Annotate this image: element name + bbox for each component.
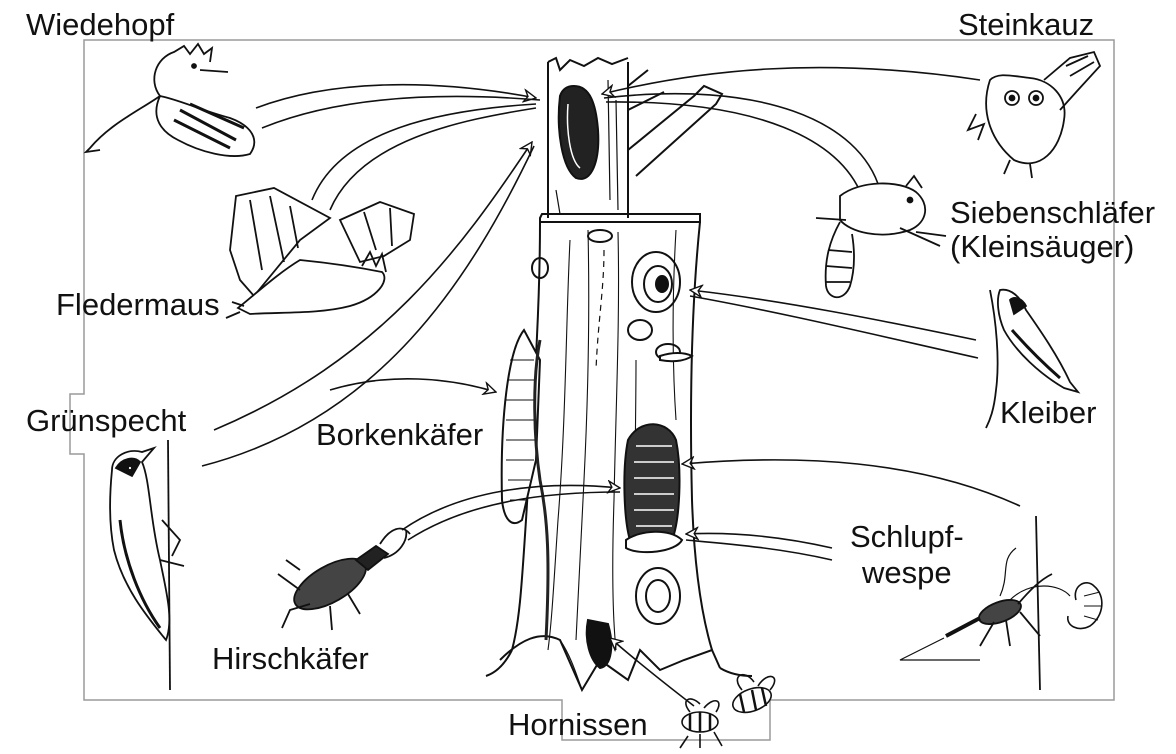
arrow-schlupfwespe-2 [686, 534, 832, 548]
dormouse-icon [816, 176, 946, 297]
green-woodpecker-icon [110, 440, 184, 690]
label-steinkauz: Steinkauz [958, 8, 1094, 42]
stag-beetle-icon [278, 529, 410, 630]
arrow-hornissen [610, 638, 694, 706]
label-schlupfwespe: Schlupf- [850, 520, 964, 554]
label-kleiber: Kleiber [1000, 396, 1097, 430]
bat-icon [226, 188, 414, 318]
label-schlupfwespe-2: wespe [862, 556, 952, 590]
label-gruenspecht: Grünspecht [26, 404, 186, 438]
hoopoe-icon [86, 44, 254, 156]
label-wiedehopf: Wiedehopf [26, 8, 174, 42]
little-owl-icon [968, 52, 1100, 178]
arrow-siebenschlaefer [604, 94, 880, 190]
hornet-icon [680, 675, 775, 748]
label-siebenschlaefer-sub: (Kleinsäuger) [950, 230, 1134, 264]
arrow-steinkauz [602, 68, 980, 94]
arrow-kleiber [690, 290, 976, 340]
label-hirschkaefer: Hirschkäfer [212, 642, 369, 676]
label-fledermaus: Fledermaus [56, 288, 220, 322]
dead-tree-trunk-icon [486, 58, 752, 690]
label-borkenkaefer: Borkenkäfer [316, 418, 483, 452]
arrow-wiedehopf-2 [262, 96, 540, 128]
arrows [202, 68, 1020, 706]
arrow-wiedehopf [256, 85, 536, 108]
arrow-schlupfwespe-1 [682, 460, 1020, 506]
label-siebenschlaefer: Siebenschläfer [950, 196, 1155, 230]
label-hornissen: Hornissen [508, 708, 648, 742]
